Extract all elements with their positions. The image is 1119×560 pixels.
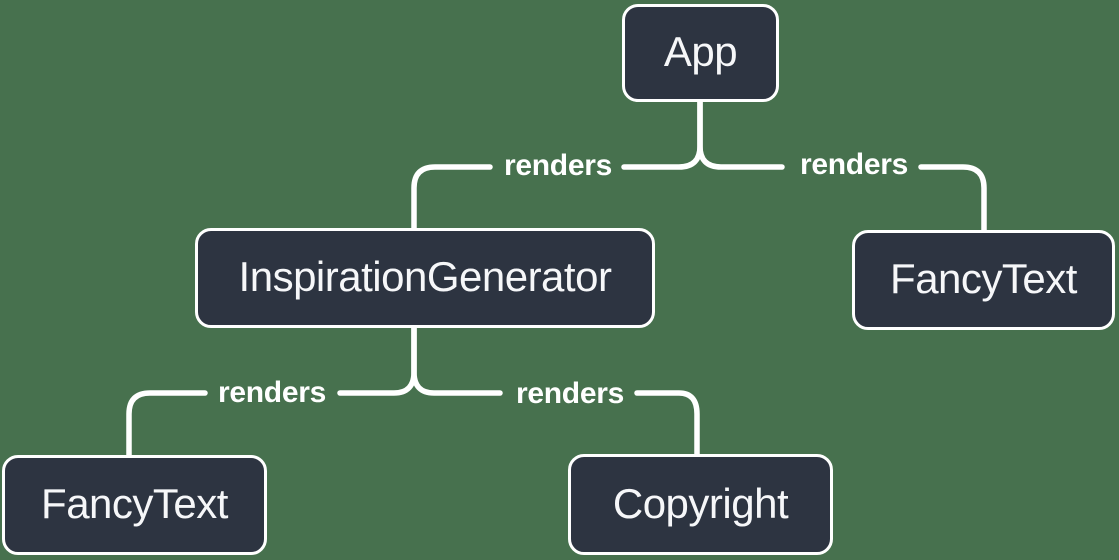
node-copyright-label: Copyright xyxy=(612,479,789,527)
edge-app-ig-corner-segment xyxy=(411,164,493,232)
edge-app-fancytext-junction-segment xyxy=(697,99,785,170)
edge-app-ig-junction-segment xyxy=(621,99,703,170)
edge-ig-copyright-junction-segment xyxy=(411,324,503,396)
edge-label-app-fancytext: renders xyxy=(800,148,908,181)
node-inspiration-generator: InspirationGenerator xyxy=(195,228,655,328)
edge-app-to-fancytext xyxy=(697,99,987,234)
node-fancy-text-top-label: FancyText xyxy=(890,255,1077,302)
node-app: App xyxy=(622,4,779,102)
edge-label-app-inspirationgenerator: renders xyxy=(504,149,612,182)
edge-app-fancytext-corner-segment xyxy=(918,164,987,234)
node-fancy-text-top: FancyText xyxy=(852,230,1115,330)
edge-ig-fancytext-corner-segment xyxy=(126,390,208,459)
edge-ig-copyright-corner-segment xyxy=(634,390,700,458)
edge-label-ig-fancytext: renders xyxy=(218,376,326,409)
node-inspiration-generator-label: InspirationGenerator xyxy=(238,253,612,300)
edge-inspirationgenerator-to-copyright xyxy=(411,324,700,458)
node-copyright: Copyright xyxy=(568,454,833,555)
edge-ig-fancytext-junction-segment xyxy=(337,324,417,396)
node-fancy-text-bottom-label: FancyText xyxy=(41,480,228,527)
node-app-label: App xyxy=(663,28,738,75)
node-fancy-text-bottom: FancyText xyxy=(2,455,267,555)
edge-label-ig-copyright: renders xyxy=(516,377,624,410)
